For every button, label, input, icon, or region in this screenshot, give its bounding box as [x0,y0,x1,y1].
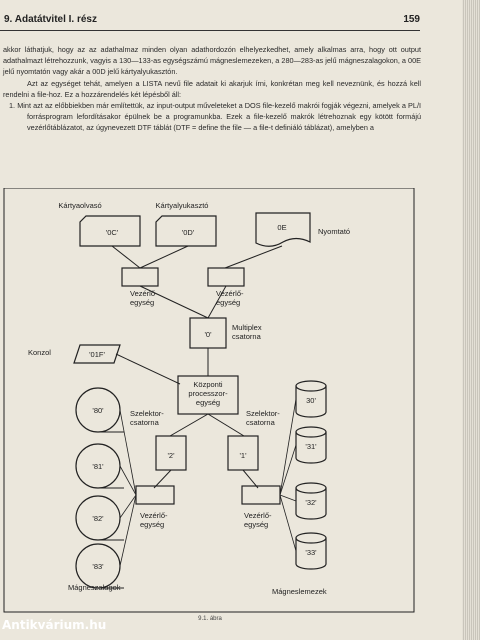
card-reader-code: '0C' [106,228,119,237]
disk-top [295,482,327,494]
list-item-1: 1. Mint azt az előbbiekben már említettü… [9,101,421,133]
tape-link [119,494,137,567]
disk-control-label: Vezérlő-egység [244,511,272,529]
link-console-cpu [115,353,181,385]
link-cpu-sel-left [169,413,209,437]
card-punch-code: '0D' [182,228,195,237]
page-edge [462,0,480,640]
link-sel-left-tcu [153,469,172,489]
control-unit-right-label: Vezérlő-egység [216,289,244,307]
printer-shape [255,212,311,247]
multiplex-code: '0' [204,330,212,339]
tape-link [119,409,137,496]
card-punch-label: Kártyalyukasztó [156,201,209,210]
selector-right-code: '1' [239,451,247,460]
disk-body [295,386,327,418]
disk-body [295,432,327,464]
disk-link [279,494,297,552]
tape-link [119,465,137,496]
printer-code: 0E [277,223,286,232]
tape-link [119,494,137,519]
paragraph-1: akkor láthatjuk, hogy az az adathalmaz m… [3,45,421,77]
tapes-label: Mágneszalagok [68,583,121,592]
link-cpu-sel-right [207,413,245,437]
disk-code: '33' [305,548,317,557]
book-page: 9. Adatátvitel I. rész 159 akkor láthatj… [0,0,462,640]
console-shape [73,344,121,364]
watermark-logo: Antikvárium.hu [2,618,107,632]
tape-code: '81' [92,462,104,471]
printer-label: Nyomtató [318,227,350,236]
disk-top [295,380,327,392]
tape-code: '83' [92,562,104,571]
selector-right-label: Szelektor-csatorna [246,409,280,427]
selector-left-code: '2' [167,451,175,460]
disk-body [295,538,327,570]
figure-diagram: Kártyaolvasó Kártyalyukasztó Nyomtató '0… [0,188,420,613]
tape-code: '82' [92,514,104,523]
link-sel-right-dcu [242,469,259,489]
disk-link [279,398,297,496]
card-reader-label: Kártyaolvasó [58,201,101,210]
disk-code: '31' [305,442,317,451]
disk-link [279,494,297,502]
paragraph-2: Azt az egységet tehát, amelyen a LISTA n… [3,78,421,99]
disk-code: 30' [306,396,316,405]
link-cu-left-mux [139,285,209,319]
link-reader-cu [111,245,141,269]
control-unit-left-label: Vezérlő-egység [130,289,158,307]
tape-control-label: Vezérlő-egység [140,511,168,529]
link-cu-right-mux [207,285,227,319]
figure-frame [3,188,415,613]
console-label: Konzol [28,348,51,357]
page-number: 159 [403,14,420,25]
figure-caption: 9.1. ábra [198,616,222,622]
disk-body [295,488,327,520]
disk-top [295,426,327,438]
console-code: '01F' [89,350,105,359]
disk-link [279,444,297,496]
card-reader-shape [79,215,141,247]
tape-control-unit [135,485,175,505]
control-unit-left [121,267,159,287]
link-punch-cu [139,245,189,269]
card-punch-shape [155,215,217,247]
link-printer-cu [224,245,283,269]
disk-top [295,532,327,544]
disks-label: Mágneslemezek [272,587,327,596]
selector-left-label: Szelektor-csatorna [130,409,164,427]
magnetic-disks: 30' '31' '32' '33' [279,380,327,570]
chapter-title: 9. Adatátvitel I. rész [4,14,97,25]
disk-code: '32' [305,498,317,507]
tape-code: '80' [92,406,104,415]
control-unit-right [207,267,245,287]
body-text: akkor láthatjuk, hogy az az adathalmaz m… [3,44,421,134]
disk-control-unit [241,485,281,505]
magnetic-tapes: '80' '81' '82' '83' [75,387,137,589]
page-header: 9. Adatátvitel I. rész 159 [0,12,420,31]
